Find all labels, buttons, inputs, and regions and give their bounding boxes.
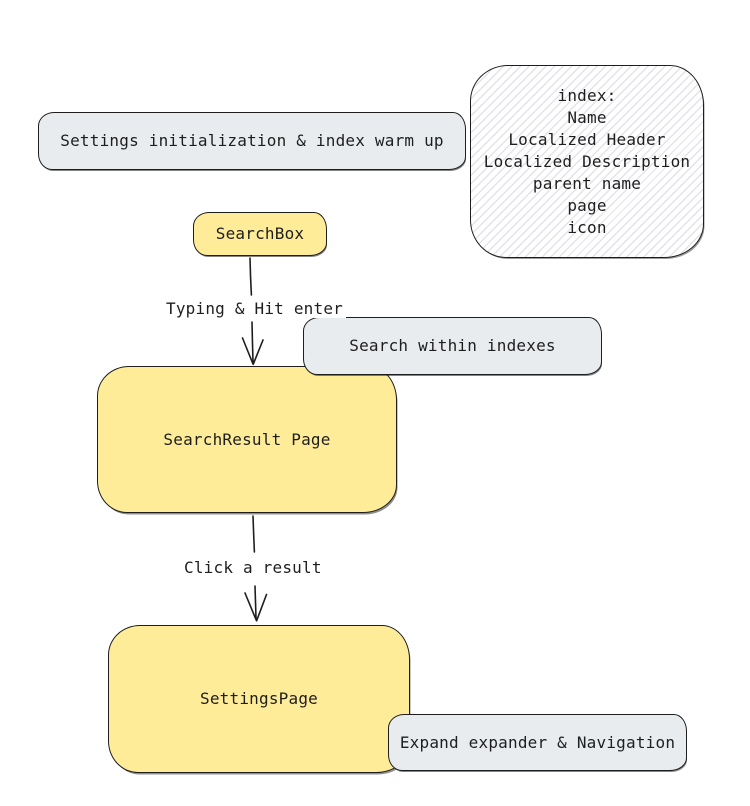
index-field-line: index: bbox=[557, 85, 617, 105]
node-searchresult-page: SearchResult Page bbox=[97, 366, 397, 513]
node-settings-page-label: SettingsPage bbox=[200, 689, 318, 708]
edge-label-typing-hit-enter: Typing & Hit enter bbox=[163, 299, 346, 318]
node-expand-expander-navigation: Expand expander & Navigation bbox=[388, 714, 687, 771]
edge-label-click-a-result: Click a result bbox=[181, 558, 325, 577]
node-settings-page: SettingsPage bbox=[108, 625, 410, 773]
index-fields-note: index: Name Localized Header Localized D… bbox=[470, 65, 704, 258]
node-search-within-indexes-label: Search within indexes bbox=[349, 336, 556, 355]
node-expand-expander-navigation-label: Expand expander & Navigation bbox=[399, 732, 676, 752]
index-field-line: Localized Header bbox=[508, 129, 666, 149]
index-field-line: Name bbox=[567, 107, 607, 127]
node-searchbox-label: SearchBox bbox=[215, 224, 305, 243]
index-field-line: Localized Description bbox=[483, 151, 691, 171]
index-field-line: page bbox=[567, 195, 607, 215]
node-searchresult-page-label: SearchResult Page bbox=[163, 429, 331, 449]
node-searchbox: SearchBox bbox=[193, 212, 327, 256]
index-field-line: parent name bbox=[532, 173, 642, 193]
index-field-line: icon bbox=[567, 217, 607, 237]
node-search-within-indexes: Search within indexes bbox=[303, 317, 602, 375]
node-settings-initialization: Settings initialization & index warm up bbox=[38, 112, 466, 170]
node-settings-initialization-label: Settings initialization & index warm up bbox=[60, 131, 444, 150]
